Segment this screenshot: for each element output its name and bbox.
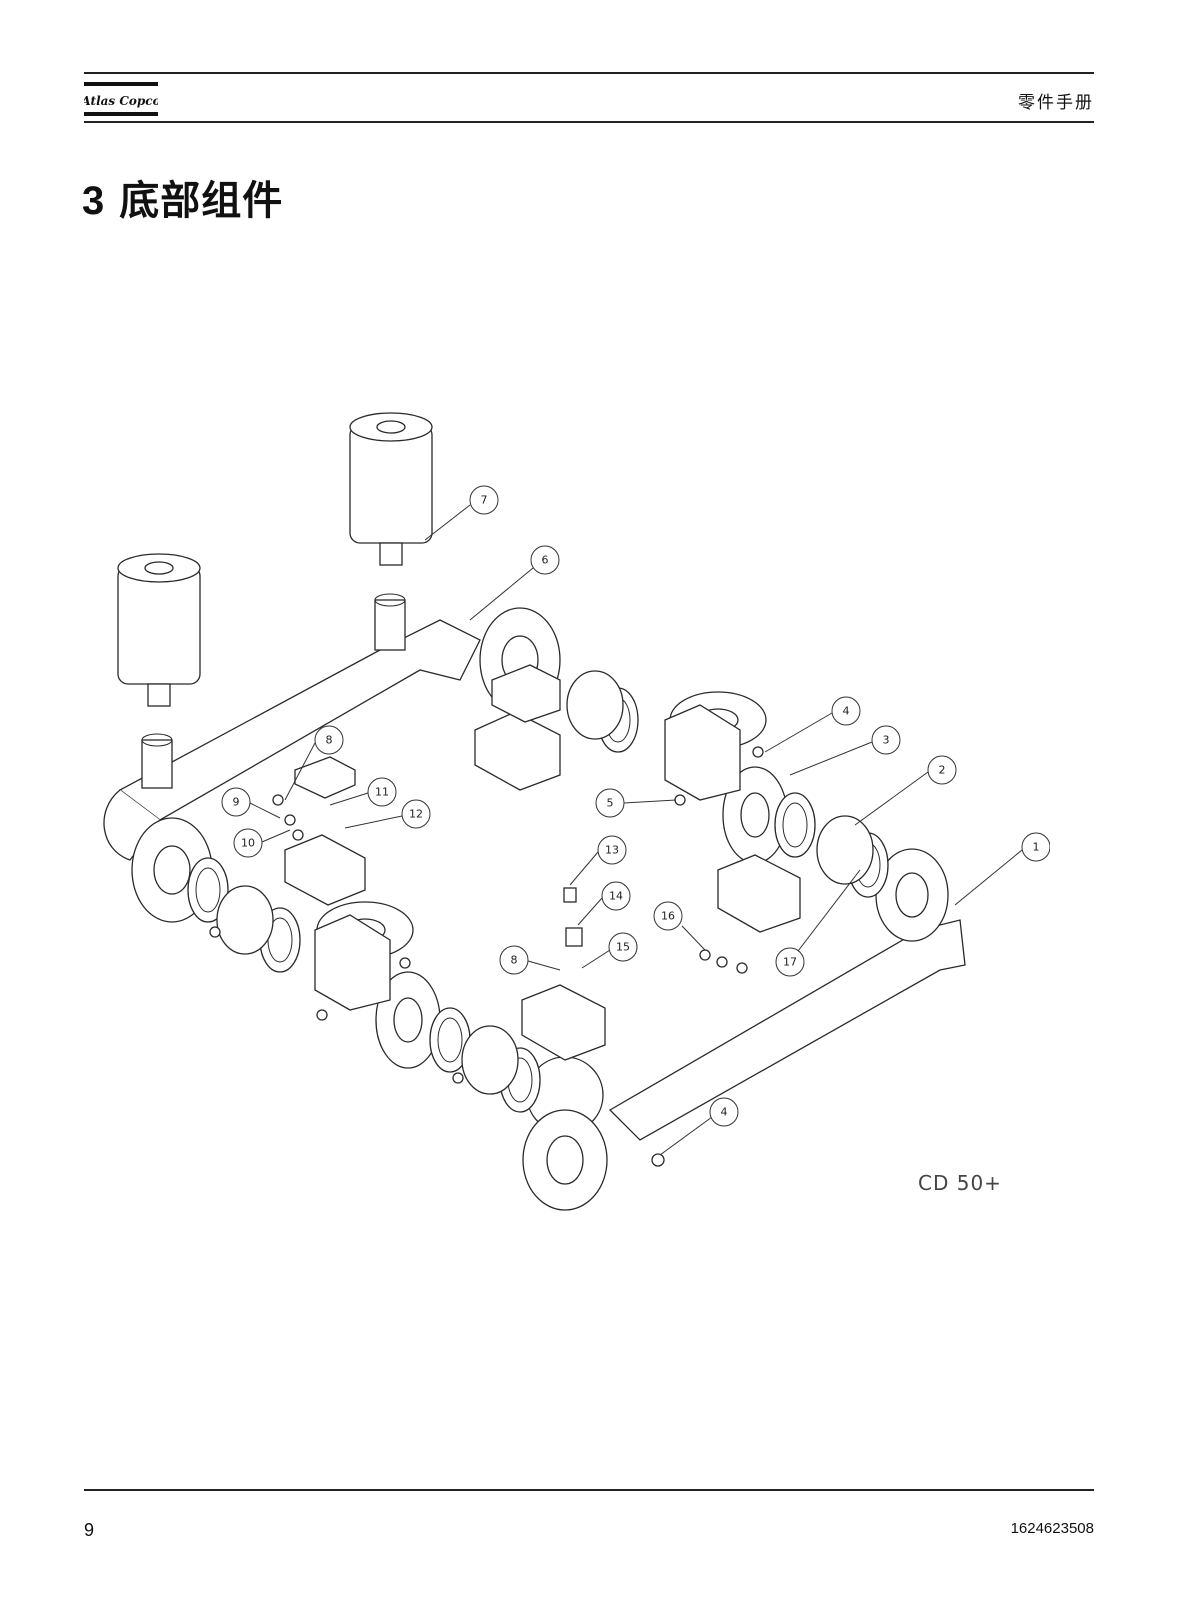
callout-4-lower: 4 [709,1097,739,1127]
svg-text:Atlas Copco: Atlas Copco [84,94,158,108]
svg-text:4: 4 [721,1106,728,1119]
callout-12: 12 [401,799,431,829]
callout-17: 17 [775,947,805,977]
svg-text:15: 15 [616,941,630,954]
filter-canister-rear [349,412,433,566]
svg-text:6: 6 [542,554,549,567]
callout-8-upper: 8 [314,725,344,755]
section-title: 3 底部组件 [82,168,283,226]
svg-text:14: 14 [609,890,623,903]
svg-text:3: 3 [883,734,890,747]
callout-3: 3 [871,725,901,755]
svg-text:7: 7 [481,494,488,507]
callout-10: 10 [233,828,263,858]
section-name: 底部组件 [119,179,284,223]
fittings [209,746,764,1167]
svg-text:8: 8 [326,734,333,747]
svg-text:13: 13 [605,844,619,857]
callout-4-upper: 4 [831,696,861,726]
svg-text:17: 17 [783,956,797,969]
svg-text:2: 2 [939,764,946,777]
callout-5: 5 [595,788,625,818]
callout-14: 14 [601,881,631,911]
page-number: 9 [84,1520,95,1540]
callout-7: 7 [469,485,499,515]
control-blocks [284,664,801,1061]
footer-rule [84,1489,1094,1491]
svg-text:1: 1 [1033,841,1040,854]
leader-lines [249,504,1023,1156]
svg-text:4: 4 [843,705,850,718]
svg-text:8: 8 [511,954,518,967]
upper-manifold-pipe [103,593,481,861]
valve-bodies [216,670,874,1095]
svg-text:16: 16 [661,910,675,923]
exploded-parts-drawing: 7 6 4 3 2 1 8 11 12 9 10 5 13 14 15 16 1… [103,412,1050,1211]
callout-2: 2 [927,755,957,785]
svg-text:5: 5 [607,797,614,810]
callout-1: 1 [1021,832,1050,862]
callout-9: 9 [221,787,251,817]
callout-6: 6 [530,545,560,575]
document-type: 零件手册 [1018,93,1094,112]
callout-13: 13 [597,835,627,865]
document-part-number: 1624623508 [1010,1520,1094,1537]
callout-16: 16 [653,901,683,931]
header-top-rule [84,72,1094,74]
section-number: 3 [82,179,106,223]
callout-15: 15 [608,932,638,962]
atlas-copco-logo: Atlas Copco [84,82,158,116]
callout-11: 11 [367,777,397,807]
filter-canister-front [117,553,201,707]
header-bottom-rule [84,121,1094,123]
svg-text:11: 11 [375,786,389,799]
callout-8-lower: 8 [499,945,529,975]
svg-text:12: 12 [409,808,423,821]
svg-text:10: 10 [241,837,255,850]
model-label: CD 50+ [918,1171,1002,1195]
svg-text:9: 9 [233,796,240,809]
